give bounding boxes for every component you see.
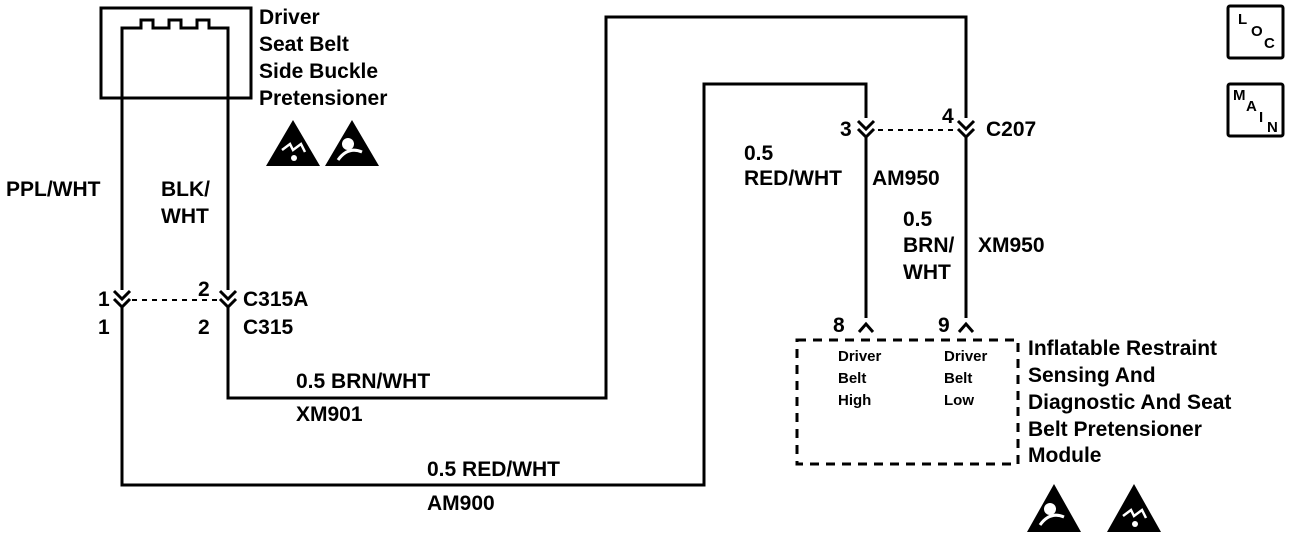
svg-text:Inflatable Restraint: Inflatable Restraint xyxy=(1028,337,1217,360)
airbag-warning-icon xyxy=(325,120,379,166)
c207-connector xyxy=(856,119,976,140)
module-pin-9-terminal xyxy=(957,321,975,333)
wire-xm901 xyxy=(226,15,968,400)
module-pin-8-terminal xyxy=(857,321,875,333)
wire-blk-wht-label: BLK/ WHT xyxy=(161,178,210,228)
svg-text:Belt Pretensioner: Belt Pretensioner xyxy=(1028,418,1202,441)
module-label: Inflatable Restraint Sensing And Diagnos… xyxy=(1028,337,1231,467)
svg-text:WHT: WHT xyxy=(161,205,209,228)
svg-text:Diagnostic And Seat: Diagnostic And Seat xyxy=(1028,391,1231,414)
module-pin-8-desc: Driver Belt High xyxy=(838,348,882,409)
pretensioner-connector-shape xyxy=(120,18,230,98)
wire-xm950-color: BRN/ WHT xyxy=(903,234,954,284)
module-pin-9-desc: Driver Belt Low xyxy=(944,348,988,409)
wire-xm901-label: 0.5 BRN/WHT xyxy=(296,370,430,393)
module-pin-9-number: 9 xyxy=(938,314,950,337)
svg-text:M: M xyxy=(1233,87,1246,104)
svg-text:Sensing And: Sensing And xyxy=(1028,364,1156,387)
airbag-warning-icon xyxy=(1027,484,1081,532)
svg-text:N: N xyxy=(1267,119,1278,136)
wire-am900 xyxy=(120,82,868,487)
module-pin-8-number: 8 xyxy=(833,314,845,337)
svg-text:C: C xyxy=(1264,35,1275,52)
pretensioner-label: Driver Seat Belt Side Buckle Pretensione… xyxy=(259,6,387,110)
svg-text:Driver: Driver xyxy=(944,348,988,365)
wire-xm950-circuit: XM950 xyxy=(978,234,1045,257)
svg-text:Driver: Driver xyxy=(259,6,320,29)
svg-text:WHT: WHT xyxy=(903,261,951,284)
svg-text:BLK/: BLK/ xyxy=(161,178,210,201)
svg-text:BRN/: BRN/ xyxy=(903,234,954,257)
c315-pin-left: 1 xyxy=(98,316,110,339)
c207-pin-left: 3 xyxy=(840,118,852,141)
wire-am900-label: 0.5 RED/WHT xyxy=(427,458,560,481)
svg-text:A: A xyxy=(1246,98,1257,115)
c207-label: C207 xyxy=(986,118,1036,141)
svg-text:Belt: Belt xyxy=(944,370,972,387)
wire-am950-gauge: 0.5 xyxy=(744,142,774,165)
c315a-label: C315A xyxy=(243,288,308,311)
esd-sensitive-icon xyxy=(1107,484,1161,532)
wire-am900-circuit: AM900 xyxy=(427,492,495,515)
c315a-pin-right: 2 xyxy=(198,278,210,301)
wire-xm950-gauge: 0.5 xyxy=(903,208,933,231)
c315-label: C315 xyxy=(243,316,294,339)
svg-text:L: L xyxy=(1238,11,1247,28)
svg-text:Low: Low xyxy=(944,392,974,409)
svg-text:O: O xyxy=(1251,23,1263,40)
c315a-connector xyxy=(112,289,238,310)
svg-text:Pretensioner: Pretensioner xyxy=(259,87,387,110)
pretensioner-box xyxy=(99,6,253,100)
c315-pin-right: 2 xyxy=(198,316,210,339)
wire-am950-circuit: AM950 xyxy=(872,167,940,190)
c207-pin-right: 4 xyxy=(942,105,954,128)
svg-text:Side Buckle: Side Buckle xyxy=(259,60,378,83)
c315a-pin-left: 1 xyxy=(98,288,110,311)
svg-text:High: High xyxy=(838,392,871,409)
wire-ppl-wht-label: PPL/WHT xyxy=(6,178,101,201)
svg-text:Driver: Driver xyxy=(838,348,882,365)
svg-text:Belt: Belt xyxy=(838,370,866,387)
wire-am950-color: RED/WHT xyxy=(744,167,842,190)
module-box xyxy=(795,338,1020,466)
svg-text:I: I xyxy=(1259,109,1263,126)
wire-xm901-circuit: XM901 xyxy=(296,403,363,426)
loc-button[interactable]: L O C xyxy=(1226,4,1285,60)
svg-text:Module: Module xyxy=(1028,444,1102,467)
main-button[interactable]: M A I N xyxy=(1226,82,1285,138)
svg-text:Seat Belt: Seat Belt xyxy=(259,33,349,56)
esd-sensitive-icon xyxy=(266,120,320,166)
